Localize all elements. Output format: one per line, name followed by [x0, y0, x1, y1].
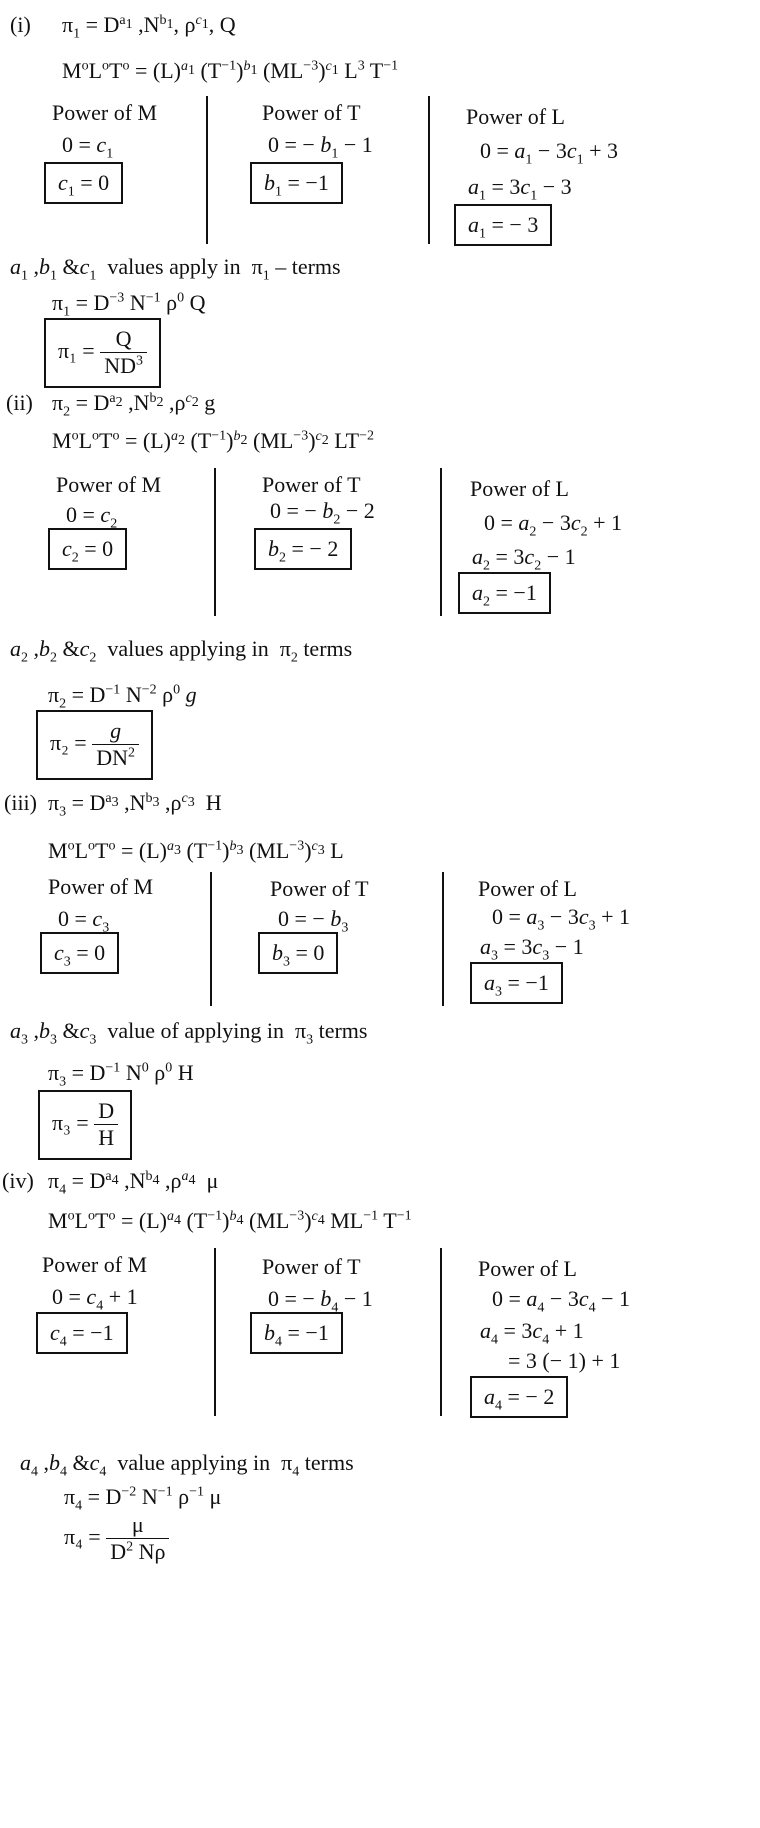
result-line-iv: π4 = D−2 N−1 ρ−1 μ — [64, 1484, 222, 1514]
power-l-eq3-iv: = 3 (− 1) + 1 — [508, 1348, 621, 1373]
power-l-eq2-iii: a3 = 3c3 − 1 — [480, 934, 584, 964]
divider — [206, 96, 208, 244]
pi3-definition: π3 = Da3 ,Nb3 ,ρc3 H — [48, 790, 222, 820]
power-m-title-iii: Power of M — [48, 874, 154, 899]
result-line-i: π1 = D−3 N−1 ρ0 Q — [52, 290, 206, 320]
dimension-equation-ii: MoLoTo = (L)a2 (T−1)b2 (ML−3)c2 LT−2 — [52, 428, 375, 453]
power-l-eq2-i: a1 = 3c1 − 3 — [468, 174, 572, 204]
power-m-result-i: c1 = 0 — [44, 162, 124, 205]
power-l-result-i: a1 = − 3 — [454, 204, 553, 247]
power-l-result-iv: a4 = − 2 — [470, 1376, 569, 1419]
power-m-title-ii: Power of M — [56, 472, 162, 497]
power-l-eq1-i: 0 = a1 − 3c1 + 3 — [480, 138, 619, 168]
power-l-result-ii: a2 = −1 — [458, 572, 551, 615]
power-m-eq-i: 0 = c1 — [62, 132, 114, 162]
apply-text-ii: a2 ,b2 &c2 values applying in π2 terms — [10, 636, 353, 666]
power-l-title-iv: Power of L — [478, 1256, 577, 1281]
pi4-definition: π4 = Da4 ,Nb4 ,ρa4 μ — [48, 1168, 219, 1198]
divider — [210, 872, 212, 1006]
divider — [428, 96, 430, 244]
power-t-result-ii: b2 = − 2 — [254, 528, 353, 571]
power-t-title-iii: Power of T — [270, 876, 369, 901]
power-l-eq1-iii: 0 = a3 − 3c3 + 1 — [492, 904, 631, 934]
power-m-result-iii: c3 = 0 — [40, 932, 120, 975]
power-t-title-iv: Power of T — [262, 1254, 361, 1279]
power-t-eq-iv: 0 = − b4 − 1 — [268, 1286, 373, 1316]
power-l-title-iii: Power of L — [478, 876, 577, 901]
power-l-eq1-iv: 0 = a4 − 3c4 − 1 — [492, 1286, 631, 1316]
dimension-equation-iv: MoLoTo = (L)a4 (T−1)b4 (ML−3)c4 ML−1 T−1 — [48, 1208, 412, 1233]
power-l-title-i: Power of L — [466, 104, 565, 129]
section-label-iv: (iv) — [2, 1168, 34, 1193]
power-t-title-ii: Power of T — [262, 472, 361, 497]
divider — [214, 468, 216, 616]
divider — [440, 468, 442, 616]
power-m-eq-ii: 0 = c2 — [66, 502, 118, 532]
power-m-eq-iii: 0 = c3 — [58, 906, 110, 936]
apply-text-iv: a4 ,b4 &c4 value applying in π4 terms — [20, 1450, 354, 1480]
power-t-eq-i: 0 = − b1 − 1 — [268, 132, 373, 162]
power-l-title-ii: Power of L — [470, 476, 569, 501]
pi2-definition: π2 = Da2 ,Nb2 ,ρc2 g — [52, 390, 216, 420]
pi1-definition: π1 = Da1 ,Nb1, ρc1, Q — [62, 12, 236, 42]
divider — [442, 872, 444, 1006]
result-line-ii: π2 = D−1 N−2 ρ0 g — [48, 682, 197, 712]
divider — [440, 1248, 442, 1416]
apply-text-iii: a3 ,b3 &c3 value of applying in π3 terms — [10, 1018, 368, 1048]
power-m-title-i: Power of M — [52, 100, 158, 125]
section-label-ii: (ii) — [6, 390, 33, 415]
power-l-eq2-ii: a2 = 3c2 − 1 — [472, 544, 576, 574]
divider — [214, 1248, 216, 1416]
power-m-title-iv: Power of M — [42, 1252, 148, 1277]
result-line-iii: π3 = D−1 N0 ρ0 H — [48, 1060, 194, 1090]
power-m-result-iv: c4 = −1 — [36, 1312, 128, 1355]
power-l-eq2-iv: a4 = 3c4 + 1 — [480, 1318, 584, 1348]
power-t-result-i: b1 = −1 — [250, 162, 343, 205]
power-t-result-iv: b4 = −1 — [250, 1312, 343, 1355]
section-label-iii: (iii) — [4, 790, 37, 815]
power-t-title-i: Power of T — [262, 100, 361, 125]
apply-text-i: a1 ,b1 &c1 values apply in π1 – terms — [10, 254, 341, 284]
power-t-eq-iii: 0 = − b3 — [278, 906, 349, 936]
dimension-equation-iii: MoLoTo = (L)a3 (T−1)b3 (ML−3)c3 L — [48, 838, 344, 863]
power-m-result-ii: c2 = 0 — [48, 528, 128, 571]
section-label-i: (i) — [10, 12, 31, 37]
power-m-eq-iv: 0 = c4 + 1 — [52, 1284, 138, 1314]
power-l-result-iii: a3 = −1 — [470, 962, 563, 1005]
power-t-result-iii: b3 = 0 — [258, 932, 339, 975]
dimension-equation-i: MoLoTo = (L)a1 (T−1)b1 (ML−3)c1 L3 T−1 — [62, 58, 399, 83]
power-l-eq1-ii: 0 = a2 − 3c2 + 1 — [484, 510, 623, 540]
power-t-eq-ii: 0 = − b2 − 2 — [270, 498, 375, 528]
